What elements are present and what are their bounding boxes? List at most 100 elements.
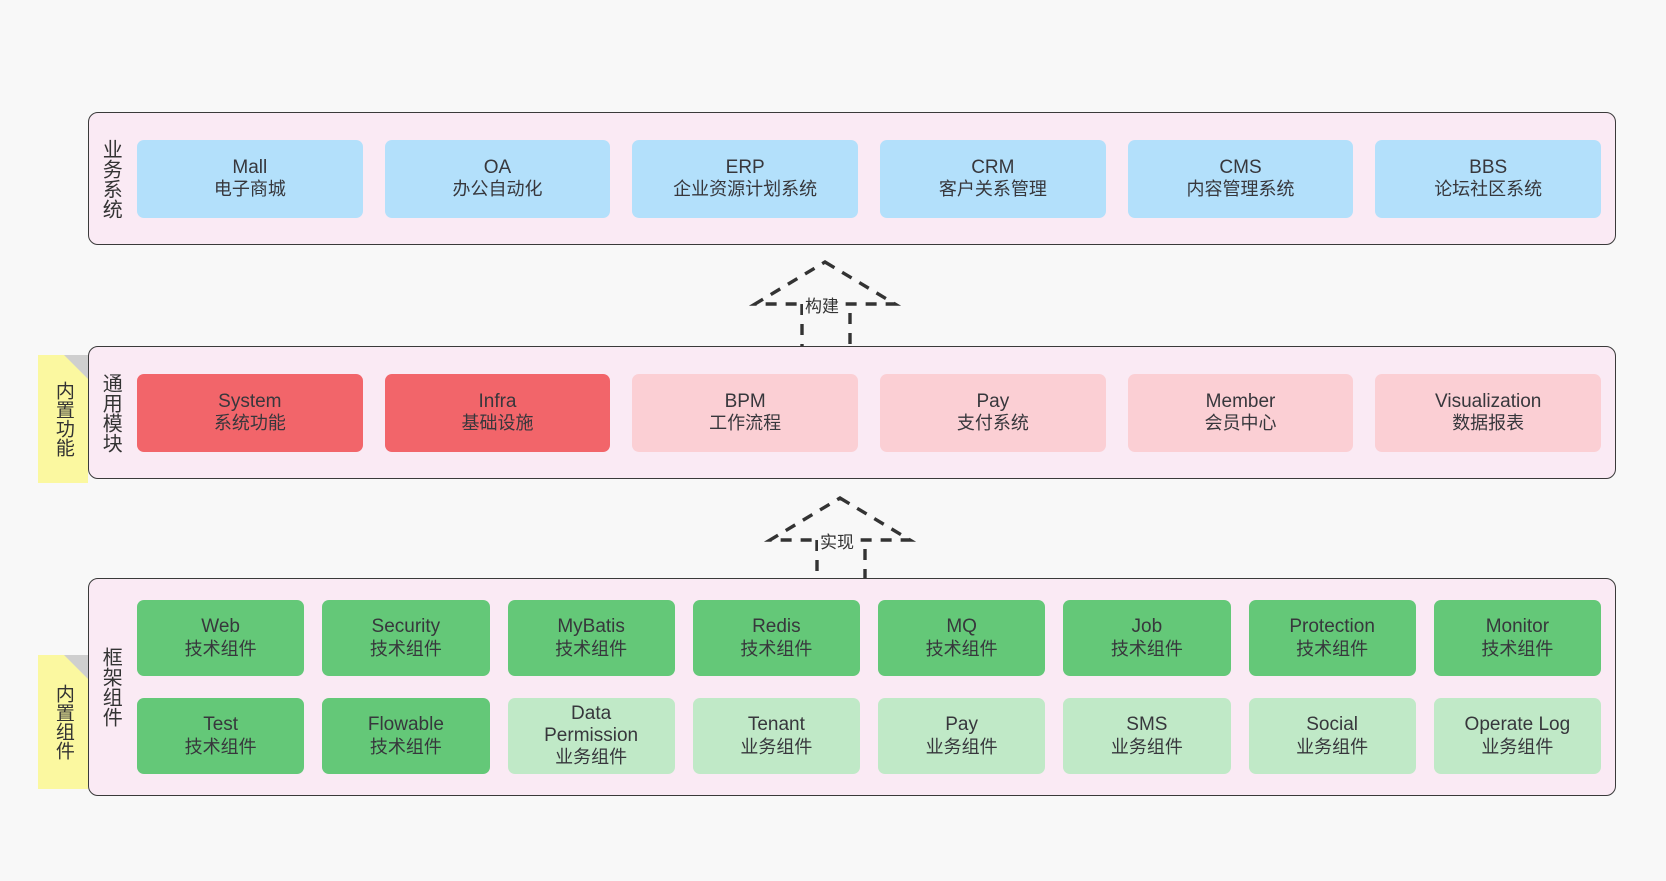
- node-sms[interactable]: SMS 业务组件: [1063, 698, 1231, 774]
- node-monitor-cn: 技术组件: [1481, 638, 1554, 659]
- node-member-en: Member: [1205, 390, 1276, 412]
- node-row-framework-1: Web 技术组件 Security 技术组件 MyBatis 技术组件 Redi…: [137, 600, 1601, 676]
- node-test-en: Test: [203, 714, 239, 736]
- layer-title-framework-component: 框架组件: [99, 647, 122, 727]
- node-pay-module-en: Pay: [976, 390, 1010, 412]
- layer-body-framework-component: Web 技术组件 Security 技术组件 MyBatis 技术组件 Redi…: [131, 579, 1615, 795]
- node-flowable-cn: 技术组件: [369, 736, 442, 757]
- node-sms-cn: 业务组件: [1110, 736, 1183, 757]
- node-web[interactable]: Web 技术组件: [137, 600, 305, 676]
- node-operate-log-en: Operate Log: [1464, 714, 1571, 736]
- node-oa[interactable]: OA 办公自动化: [384, 139, 611, 218]
- node-operate-log-cn: 业务组件: [1481, 736, 1554, 757]
- node-visualization-cn: 数据报表: [1452, 413, 1525, 434]
- layer-framework-component[interactable]: 框架组件 Web 技术组件 Security 技术组件 MyBatis 技术组件: [88, 578, 1616, 796]
- node-erp-en: ERP: [725, 156, 765, 178]
- sticky-note-builtin-function: 内置功能: [38, 355, 88, 483]
- note-fold-icon: [64, 355, 88, 379]
- node-flowable-en: Flowable: [367, 714, 444, 736]
- node-system[interactable]: System 系统功能: [137, 373, 363, 452]
- node-test-cn: 技术组件: [184, 736, 257, 757]
- node-monitor-en: Monitor: [1485, 616, 1550, 638]
- node-pay-module-cn: 支付系统: [956, 413, 1029, 434]
- node-oa-en: OA: [483, 156, 512, 178]
- node-crm-cn: 客户关系管理: [938, 179, 1047, 200]
- node-crm[interactable]: CRM 客户关系管理: [880, 139, 1106, 218]
- node-social-en: Social: [1306, 714, 1358, 736]
- connector-build: 构建: [745, 252, 925, 352]
- node-protection[interactable]: Protection 技术组件: [1248, 600, 1416, 676]
- node-bbs[interactable]: BBS 论坛社区系统: [1375, 139, 1602, 218]
- node-web-cn: 技术组件: [184, 638, 257, 659]
- node-web-en: Web: [201, 616, 240, 638]
- node-security-cn: 技术组件: [369, 638, 442, 659]
- connector-build-label: 构建: [803, 292, 841, 317]
- sticky-note-builtin-component-label: 内置组件: [52, 684, 74, 760]
- node-cms[interactable]: CMS 内容管理系统: [1127, 139, 1354, 218]
- node-job-en: Job: [1131, 616, 1163, 638]
- connector-implement: 实现: [760, 488, 940, 588]
- node-pay-component[interactable]: Pay 业务组件: [878, 698, 1046, 774]
- node-system-cn: 系统功能: [213, 413, 286, 434]
- node-tenant[interactable]: Tenant 业务组件: [692, 698, 860, 774]
- node-data-permission-cn: 业务组件: [555, 747, 628, 768]
- node-protection-cn: 技术组件: [1296, 638, 1369, 659]
- node-cms-en: CMS: [1219, 156, 1262, 178]
- node-mall-cn: 电子商城: [213, 179, 286, 200]
- node-monitor[interactable]: Monitor 技术组件: [1433, 600, 1601, 676]
- node-protection-en: Protection: [1289, 616, 1375, 638]
- node-crm-en: CRM: [971, 156, 1015, 178]
- layer-common-module[interactable]: 通用模块 System 系统功能 Infra 基础设施 BPM 工作流程 Pay: [88, 346, 1616, 479]
- node-security[interactable]: Security 技术组件: [322, 600, 490, 676]
- node-visualization-en: Visualization: [1435, 390, 1542, 412]
- node-pay-module[interactable]: Pay 支付系统: [880, 373, 1106, 452]
- sticky-note-builtin-function-label: 内置功能: [52, 381, 74, 457]
- node-visualization[interactable]: Visualization 数据报表: [1375, 373, 1602, 452]
- node-data-permission[interactable]: Data Permission 业务组件: [507, 698, 675, 774]
- node-grid-framework: Web 技术组件 Security 技术组件 MyBatis 技术组件 Redi…: [137, 600, 1601, 774]
- node-flowable[interactable]: Flowable 技术组件: [322, 698, 490, 774]
- node-mybatis-en: MyBatis: [557, 616, 625, 638]
- note-fold-icon: [64, 655, 88, 679]
- node-test[interactable]: Test 技术组件: [137, 698, 305, 774]
- node-infra[interactable]: Infra 基础设施: [384, 373, 611, 452]
- node-bpm[interactable]: BPM 工作流程: [632, 373, 859, 452]
- node-bpm-cn: 工作流程: [709, 413, 782, 434]
- node-row-common-module: System 系统功能 Infra 基础设施 BPM 工作流程 Pay 支付系统…: [137, 373, 1602, 452]
- node-infra-en: Infra: [478, 390, 517, 412]
- node-security-en: Security: [371, 616, 441, 638]
- node-member[interactable]: Member 会员中心: [1127, 373, 1354, 452]
- node-job-cn: 技术组件: [1110, 638, 1183, 659]
- node-job[interactable]: Job 技术组件: [1063, 600, 1231, 676]
- node-system-en: System: [218, 390, 282, 412]
- node-mybatis[interactable]: MyBatis 技术组件: [507, 600, 675, 676]
- node-erp[interactable]: ERP 企业资源计划系统: [632, 139, 859, 218]
- node-cms-cn: 内容管理系统: [1186, 179, 1295, 200]
- node-row-framework-2: Test 技术组件 Flowable 技术组件 Data Permission …: [137, 698, 1601, 774]
- layer-title-business-system: 业务系统: [99, 138, 122, 219]
- node-social-cn: 业务组件: [1296, 736, 1369, 757]
- node-mall[interactable]: Mall 电子商城: [137, 139, 363, 218]
- connector-implement-label: 实现: [818, 528, 856, 553]
- sticky-note-builtin-component: 内置组件: [38, 655, 88, 789]
- node-data-permission-en: Data Permission: [544, 702, 639, 747]
- node-row-business: Mall 电子商城 OA 办公自动化 ERP 企业资源计划系统 CRM 客户关系…: [137, 139, 1602, 218]
- node-member-cn: 会员中心: [1204, 413, 1277, 434]
- node-tenant-en: Tenant: [747, 714, 805, 736]
- node-sms-en: SMS: [1126, 714, 1168, 736]
- node-tenant-cn: 业务组件: [740, 736, 813, 757]
- node-oa-cn: 办公自动化: [452, 179, 543, 200]
- node-social[interactable]: Social 业务组件: [1248, 698, 1416, 774]
- layer-business-system[interactable]: 业务系统 Mall 电子商城 OA 办公自动化 ERP 企业资源计划系统 CRM: [88, 112, 1616, 245]
- node-redis-en: Redis: [752, 616, 801, 638]
- node-bbs-cn: 论坛社区系统: [1434, 179, 1543, 200]
- node-redis[interactable]: Redis 技术组件: [692, 600, 860, 676]
- node-erp-cn: 企业资源计划系统: [673, 179, 818, 200]
- node-mq[interactable]: MQ 技术组件: [878, 600, 1046, 676]
- node-mall-en: Mall: [232, 156, 268, 178]
- node-bpm-en: BPM: [724, 390, 766, 412]
- node-operate-log[interactable]: Operate Log 业务组件: [1433, 698, 1601, 774]
- node-pay-component-cn: 业务组件: [925, 736, 998, 757]
- node-mq-en: MQ: [946, 616, 977, 638]
